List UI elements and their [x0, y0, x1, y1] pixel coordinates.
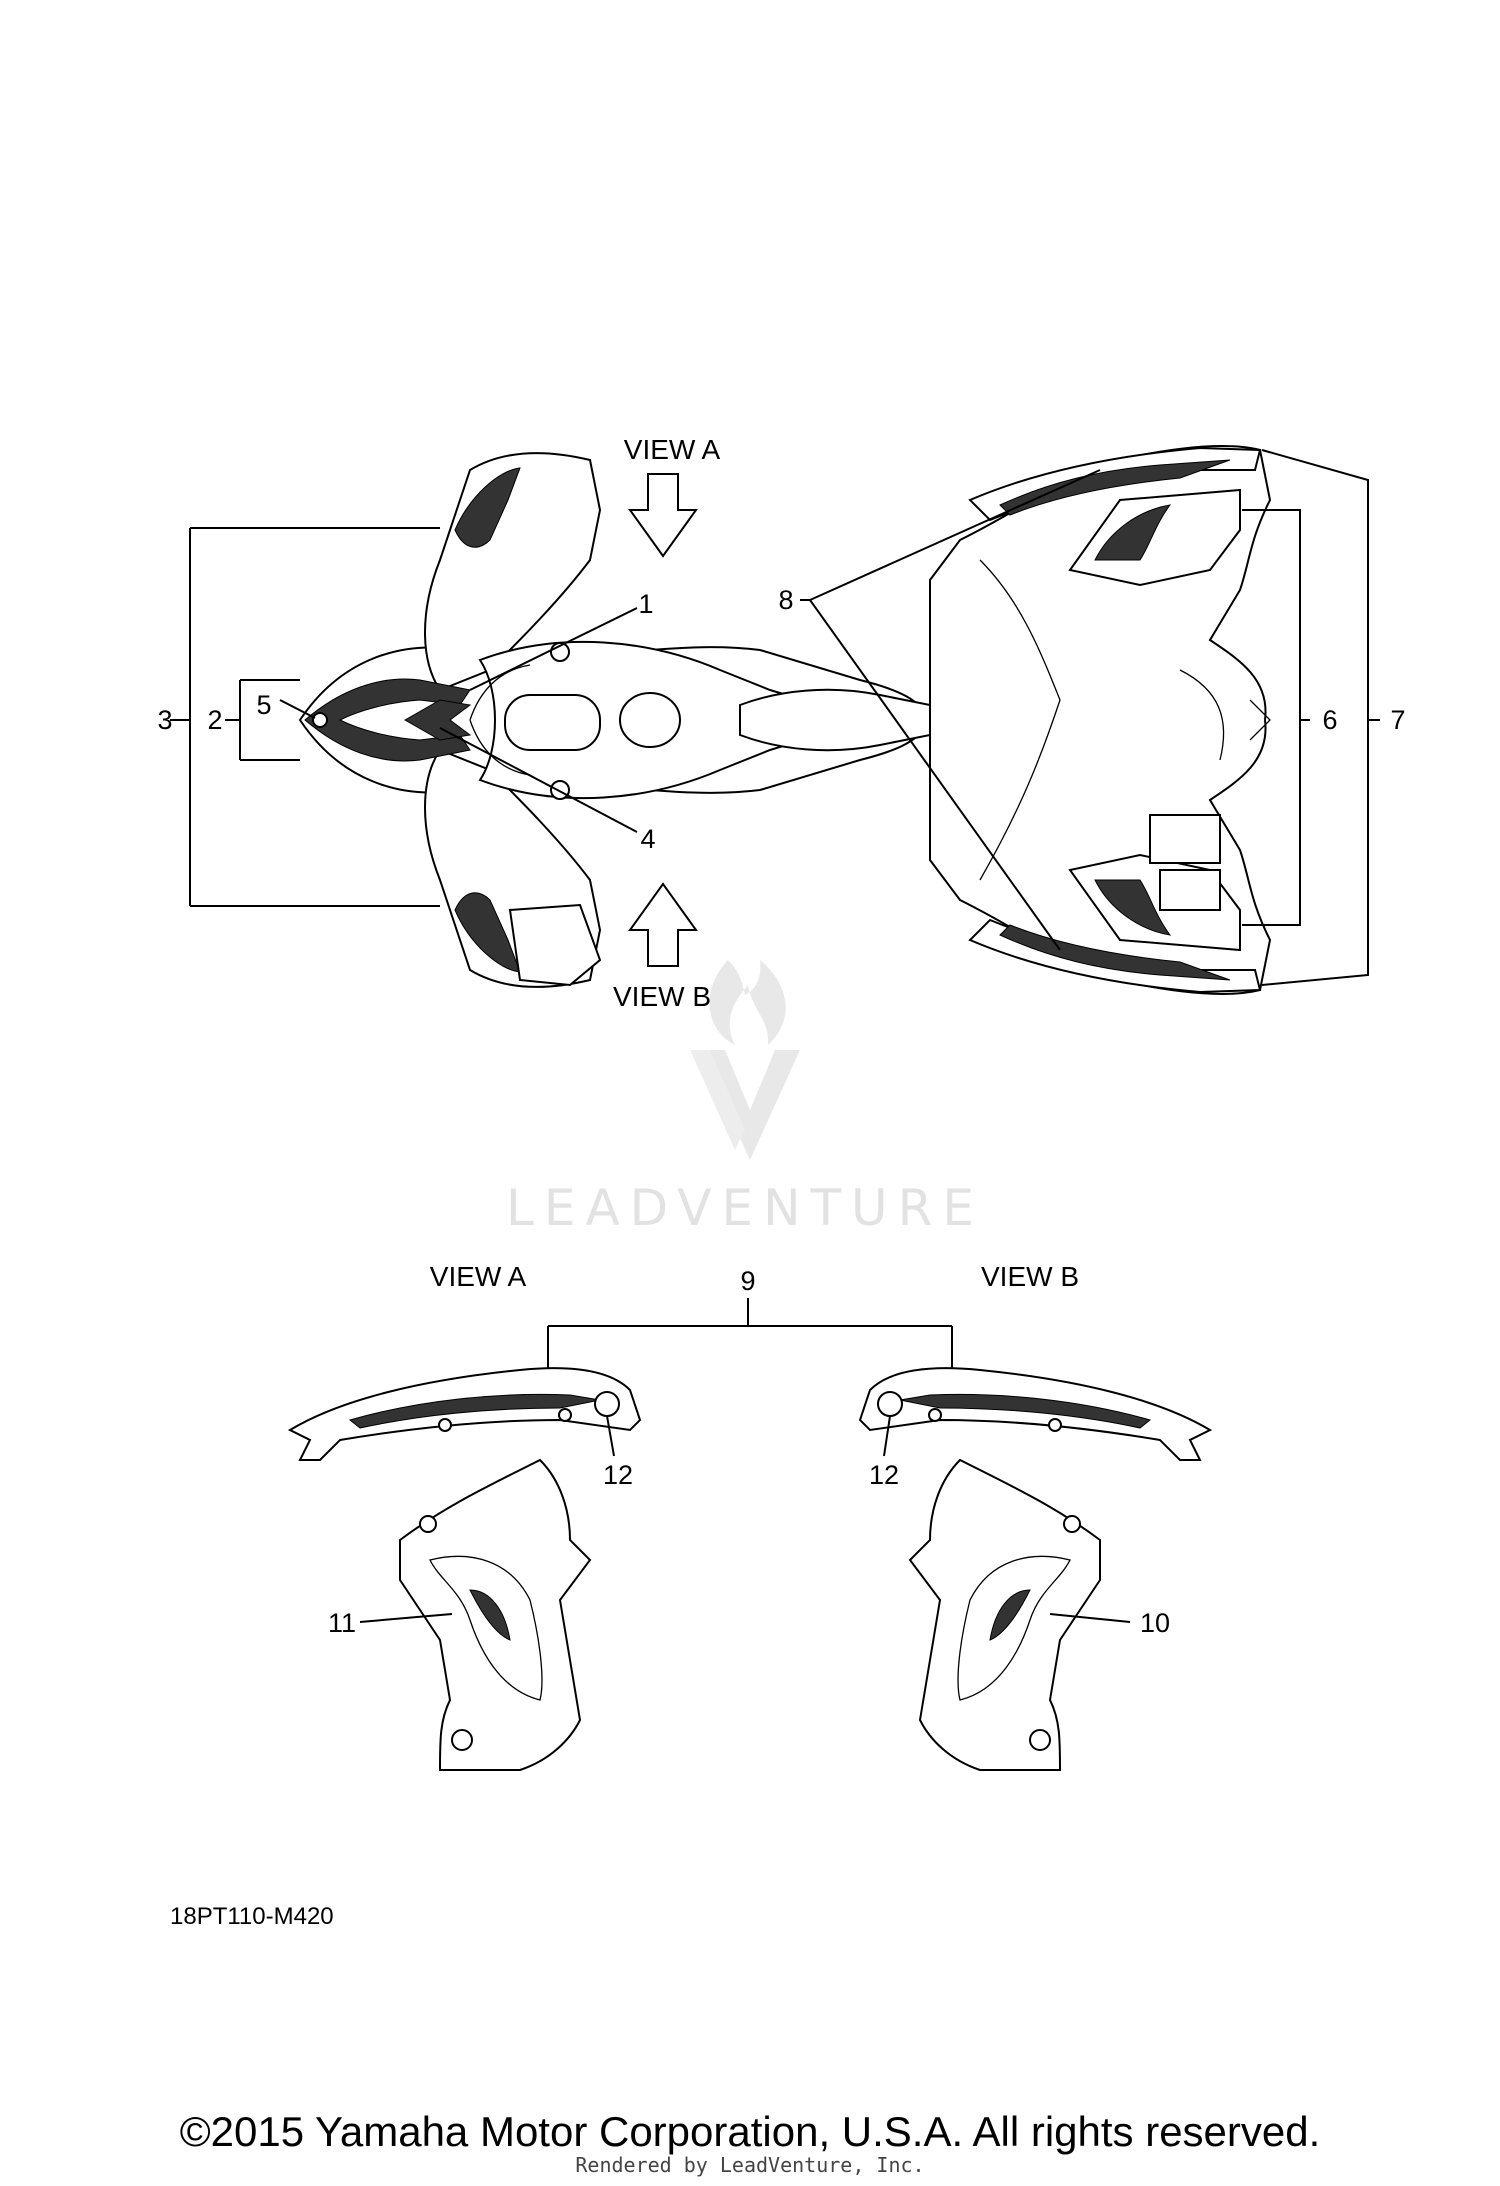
rear-side-decal-top-art [1094, 504, 1172, 561]
callout-10: 10 [1140, 1608, 1170, 1638]
leader-10 [1049, 1613, 1131, 1623]
bottom-views: VIEW A VIEW B 9 12 12 11 10 [287, 1261, 1213, 1771]
left-fender-screw [558, 1408, 572, 1422]
view-b-arrow [628, 882, 698, 967]
view-b-bottom-label: VIEW B [981, 1261, 1079, 1292]
right-shroud-decal [957, 1555, 1071, 1701]
warning-label-1 [1149, 814, 1221, 864]
callout-7: 7 [1390, 705, 1405, 735]
left-shroud-screw [419, 1515, 437, 1533]
leadventure-logo [690, 960, 800, 1160]
diagram-code: 18PT110-M420 [170, 1903, 334, 1930]
nose-decal [304, 678, 471, 762]
emblem-12-right [877, 1391, 903, 1417]
left-shroud-art [469, 1589, 511, 1641]
trim-line [469, 719, 531, 776]
rear-contour [1179, 669, 1225, 761]
leader-3 [170, 527, 440, 907]
right-shroud-screw [1029, 1729, 1051, 1751]
emblem-12-left [594, 1391, 620, 1417]
view-a-arrow [628, 473, 698, 558]
copyright-notice: ©2015 Yamaha Motor Corporation, U.S.A. A… [179, 2108, 1321, 2155]
rear-side-decal-bottom-art [1094, 879, 1172, 936]
rear-edge [1249, 699, 1271, 741]
callout-12-right: 12 [869, 1460, 899, 1490]
callout-12-left: 12 [603, 1460, 633, 1490]
front-upper-decal [454, 467, 521, 548]
rear-contour [979, 559, 1061, 881]
leader-4 [439, 727, 638, 833]
right-side-stripe [899, 1393, 1152, 1429]
callout-5: 5 [256, 690, 271, 720]
right-shroud-screw [1063, 1515, 1081, 1533]
rear-stripe-top-accent [999, 459, 1231, 516]
fuel-cap-oval [504, 694, 601, 751]
callout-9: 9 [740, 1266, 755, 1296]
view-a-bottom-label: VIEW A [430, 1261, 527, 1292]
warning-label-2 [1159, 869, 1221, 911]
screw-bottom [550, 780, 570, 800]
view-a-label: VIEW A [624, 434, 721, 465]
emblem-5 [312, 712, 328, 728]
right-fender-screw [928, 1408, 942, 1422]
fuel-cap [619, 692, 681, 748]
callout-6: 6 [1322, 705, 1337, 735]
leader-1 [469, 607, 638, 691]
watermark-text: LEADVENTURE [506, 1179, 984, 1237]
callout-4: 4 [640, 824, 655, 854]
top-assembly: VIEW A VIEW B 1 2 3 4 5 6 7 8 [157, 434, 1405, 1012]
leader-7 [1261, 449, 1380, 986]
left-fender-screw [438, 1418, 452, 1432]
callout-1: 1 [638, 589, 653, 619]
left-shroud-screw [451, 1729, 473, 1751]
leader-9 [547, 1298, 953, 1378]
leader-5 [279, 699, 316, 719]
center-v-decal [403, 699, 472, 741]
trim-line [469, 664, 531, 721]
callout-8: 8 [778, 585, 793, 615]
left-shroud-decal [429, 1555, 543, 1701]
view-b-label: VIEW B [613, 981, 711, 1012]
leader-2 [225, 679, 300, 761]
callout-11: 11 [328, 1608, 356, 1638]
right-fender-screw [1048, 1418, 1062, 1432]
callout-2: 2 [207, 705, 222, 735]
left-side-fender [287, 1367, 642, 1461]
leader-11 [359, 1613, 453, 1623]
left-side-stripe [348, 1393, 601, 1429]
front-plate [508, 903, 602, 987]
leader-8 [800, 469, 1101, 951]
right-side-fender [858, 1367, 1213, 1461]
callout-3: 3 [157, 705, 172, 735]
rendered-by-notice: Rendered by LeadVenture, Inc. [575, 2153, 925, 2177]
leader-12-right [883, 1415, 891, 1457]
leader-12-left [606, 1415, 615, 1457]
right-shroud-art [989, 1589, 1031, 1641]
rear-side-decal-top [1068, 488, 1241, 587]
leader-6 [1242, 509, 1310, 926]
